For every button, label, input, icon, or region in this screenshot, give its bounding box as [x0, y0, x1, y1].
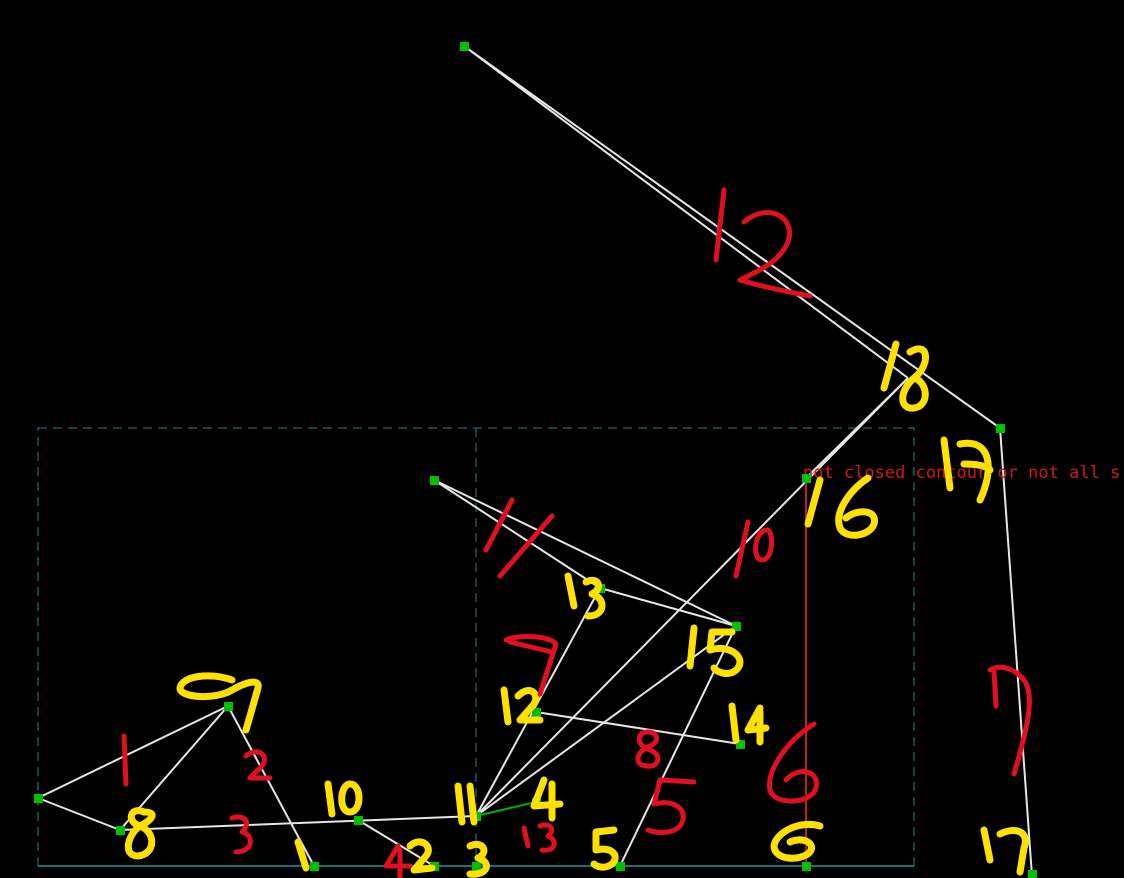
label-17: [980, 826, 1029, 876]
label-2: [406, 838, 436, 874]
label-19: [940, 436, 994, 504]
edge: [999, 427, 1033, 877]
seg-4: [383, 843, 413, 878]
label-15: [686, 624, 744, 677]
edge: [433, 479, 601, 589]
label-4: [530, 776, 564, 822]
node[interactable]: [116, 826, 125, 835]
edge: [37, 705, 229, 799]
node[interactable]: [802, 474, 811, 483]
seg-1: [121, 733, 129, 787]
node[interactable]: [472, 862, 481, 871]
label-1: [294, 838, 310, 872]
node[interactable]: [1028, 870, 1037, 878]
edge: [433, 479, 737, 627]
edge: [37, 797, 121, 831]
node[interactable]: [532, 708, 541, 717]
edge: [119, 815, 477, 831]
seg-13: [521, 822, 557, 853]
edge: [599, 587, 737, 627]
label-5: [590, 826, 619, 871]
node[interactable]: [802, 862, 811, 871]
error-message: not closed contour or not all s: [803, 463, 1120, 483]
seg-11: [483, 497, 555, 579]
seg-3: [229, 814, 253, 855]
edge: [535, 711, 741, 745]
label-11: [454, 782, 478, 826]
seg-8: [635, 729, 661, 769]
label-9: [176, 672, 262, 734]
seg-6: [767, 721, 819, 804]
selected-edge: [475, 801, 537, 817]
contour-edges: [37, 45, 1033, 877]
label-8: [124, 807, 156, 860]
edge: [463, 45, 909, 379]
seg-9: [503, 634, 559, 697]
edge: [475, 377, 909, 817]
node[interactable]: [430, 476, 439, 485]
point-labels: [124, 340, 1029, 878]
nodes[interactable]: [34, 42, 1037, 878]
segment-labels: [121, 187, 1032, 878]
edge: [805, 377, 909, 479]
node[interactable]: [224, 702, 233, 711]
label-12: [500, 686, 544, 726]
seg-10: [733, 519, 774, 579]
seg-12: [713, 187, 813, 299]
node[interactable]: [616, 862, 625, 871]
label-14: [728, 702, 770, 746]
label-6: [770, 821, 824, 862]
edge: [475, 625, 737, 817]
construction-frame: [37, 427, 915, 867]
seg-5: [645, 777, 697, 835]
node[interactable]: [354, 816, 363, 825]
seg-2: [243, 749, 273, 781]
label-3: [466, 841, 490, 878]
label-10: [324, 780, 363, 818]
node[interactable]: [34, 794, 43, 803]
edge: [463, 45, 1001, 429]
label-13: [564, 572, 606, 620]
node[interactable]: [996, 424, 1005, 433]
node[interactable]: [310, 862, 319, 871]
node[interactable]: [736, 740, 745, 749]
label-16: [804, 474, 878, 539]
node[interactable]: [460, 42, 469, 51]
node[interactable]: [732, 622, 741, 631]
seg-7: [987, 664, 1032, 777]
label-18: [880, 340, 929, 412]
